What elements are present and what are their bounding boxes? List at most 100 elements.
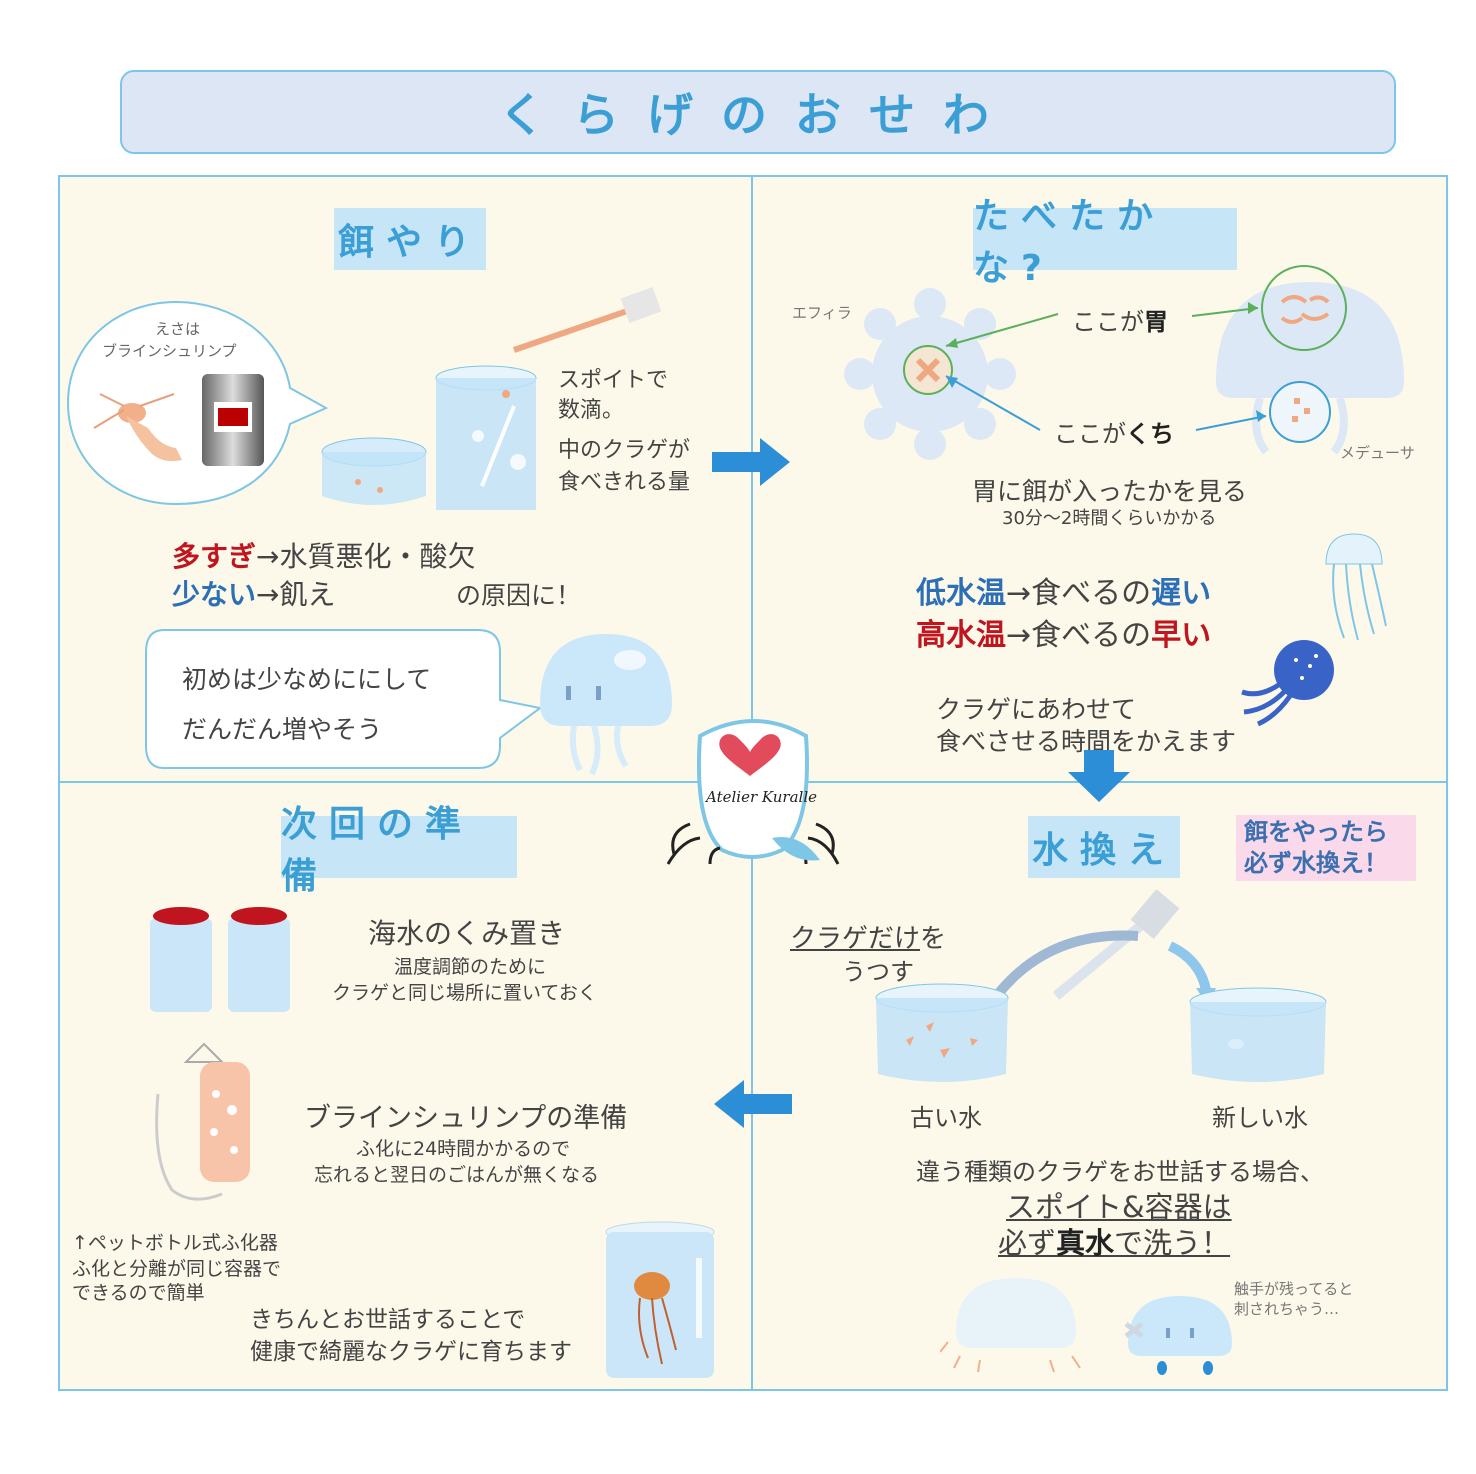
mouth-label-bold: くち	[1126, 420, 1174, 448]
stinging-illustration	[940, 1278, 1232, 1375]
seawater-sub-2: クラゲと同じ場所に置いておく	[332, 982, 597, 1004]
wash-line-1: スポイト&容器は	[1006, 1190, 1232, 1224]
ephyra-label: エフィラ	[792, 304, 852, 322]
advice-bubble	[145, 629, 543, 769]
bowl-icon	[321, 437, 427, 505]
section-label-water: 水換え	[1028, 816, 1180, 878]
closing-text-2: 健康で綺麗なクラゲに育ちます	[250, 1339, 572, 1365]
brine-shrimp-bubble	[66, 300, 329, 506]
hatcher-text-2: ふ化と分離が同じ容器で	[72, 1258, 282, 1280]
section-label-ate-text: たべたかな?	[973, 196, 1166, 289]
low-temp-mid: →食べるの	[1006, 576, 1152, 611]
old-water-bowl-icon	[875, 983, 1009, 1082]
section-label-feeding: 餌やり	[334, 208, 486, 270]
water-note-line-2: 必ず水換え！	[1244, 849, 1388, 877]
too-much-result: →水質悪化・酸欠	[256, 540, 476, 573]
title-banner: くらげのおせわ	[120, 70, 1396, 154]
amount-text-1: 中のクラゲが	[558, 438, 691, 463]
seawater-title: 海水のくみ置き	[368, 917, 566, 950]
hatcher-text-1: ↑ペットボトル式ふ化器	[72, 1232, 278, 1254]
brine-sub-2: 忘れると翌日のごはんが無くなる	[314, 1164, 600, 1186]
stomach-label-pre: ここが	[1072, 308, 1144, 336]
new-water-bowl-icon	[1189, 987, 1327, 1082]
mouth-label-pre: ここが	[1054, 420, 1126, 448]
atelier-logo	[666, 719, 840, 865]
spotted-jellyfish-icon	[1241, 640, 1334, 726]
high-temp-mid: →食べるの	[1006, 618, 1152, 653]
sting-text-1: 触手が残ってると	[1234, 1280, 1354, 1298]
bubble-text-2: ブラインシュリンプ	[102, 342, 237, 360]
diff-species-text: 違う種類のクラゲをお世話する場合、	[916, 1158, 1324, 1186]
water-note-line-1: 餌をやったら	[1244, 818, 1388, 846]
bubble-text-1: えさは	[155, 320, 201, 338]
mouth-label: ここがくち	[1054, 414, 1174, 449]
wash-post: で洗う！	[1114, 1226, 1231, 1260]
arrow-right-icon	[712, 438, 790, 486]
arrow-down-icon	[1068, 750, 1130, 802]
closing-text-1: きちんとお世話することで	[250, 1307, 526, 1333]
brine-sub-1: ふ化に24時間かかるので	[356, 1138, 571, 1160]
crying-jellyfish-icon	[1124, 1296, 1232, 1375]
move-underlined: クラゲだけ	[790, 924, 921, 954]
high-temp-result: 早い	[1151, 618, 1212, 653]
stomach-label-bold: 胃	[1144, 308, 1168, 336]
tentacle-jellyfish-icon	[940, 1278, 1081, 1373]
arrow-left-icon	[714, 1080, 792, 1128]
water-change-note: 餌をやったら 必ず水換え！	[1236, 815, 1416, 881]
low-temp-result: 遅い	[1151, 576, 1212, 611]
dropper-text-2: 数滴。	[558, 398, 625, 423]
seawater-bottles-icon	[150, 907, 290, 1012]
move-rest: を	[920, 924, 947, 954]
too-little-result: →飢え	[256, 578, 336, 611]
move-line: クラゲだけを	[790, 918, 946, 955]
adjust-text-1: クラゲにあわせて	[936, 695, 1137, 724]
check-text: 胃に餌が入ったかを見る	[972, 477, 1248, 506]
dropper-icon	[513, 286, 662, 353]
low-temp-line: 低水温→食べるの遅い	[916, 568, 1211, 612]
too-little-line: 少ない→飢え	[172, 573, 335, 613]
small-jellyfish-icon	[1325, 533, 1387, 641]
ephyra-icon	[844, 288, 1016, 460]
wash-pre: 必ず	[998, 1226, 1057, 1260]
medusa-label: メデューサ	[1340, 444, 1415, 462]
wash-bold: 真水	[1056, 1226, 1115, 1260]
new-water-label: 新しい水	[1212, 1104, 1308, 1132]
too-much-label: 多すぎ	[172, 540, 257, 573]
shrimp-icon	[93, 393, 182, 462]
sting-text-2: 刺されちゃう…	[1234, 1300, 1340, 1318]
jar-icon	[435, 365, 537, 510]
hatcher-text-3: できるので簡単	[72, 1282, 205, 1304]
wash-line-2: 必ず真水で洗う！	[998, 1220, 1230, 1262]
jellyfish-mascot-icon	[540, 634, 672, 776]
section-label-feeding-text: 餌やり	[337, 222, 482, 263]
seawater-sub-1: 温度調節のために	[394, 956, 547, 978]
section-label-water-text: 水換え	[1031, 830, 1176, 871]
high-temp-line: 高水温→食べるの早い	[916, 610, 1211, 654]
section-label-ate: たべたかな?	[973, 196, 1237, 289]
egg-can-icon	[202, 374, 264, 466]
dropper-text-1: スポイトで	[558, 368, 669, 393]
too-much-line: 多すぎ→水質悪化・酸欠	[172, 535, 475, 575]
feeding-containers-illustration	[321, 286, 662, 510]
old-water-label: 古い水	[910, 1104, 982, 1132]
section-label-next: 次回の準備	[281, 804, 517, 897]
advice-text-1: 初めは少なめににして	[182, 665, 432, 694]
too-little-label: 少ない	[172, 578, 257, 611]
move-line-2: うつす	[842, 958, 914, 986]
medusa-icon	[1216, 265, 1404, 455]
advice-text-2: だんだん増やそう	[182, 715, 383, 744]
cause-text: の原因に！	[456, 581, 582, 610]
amount-text-2: 食べきれる量	[558, 470, 691, 495]
section-label-next-text: 次回の準備	[281, 804, 474, 897]
brine-title: ブラインシュリンプの準備	[304, 1103, 628, 1134]
page-title: くらげのおせわ	[499, 88, 1017, 142]
low-temp-label: 低水温	[916, 576, 1006, 611]
time-text: 30分〜2時間くらいかかる	[1002, 508, 1217, 529]
high-temp-label: 高水温	[916, 618, 1006, 653]
hatcher-bottle-icon	[155, 1042, 250, 1201]
pointer-lines	[945, 302, 1267, 431]
water-change-illustration	[875, 890, 1327, 1082]
logo-text: Atelier Kuralle	[706, 788, 818, 806]
jellyfish-jar-icon	[605, 1221, 715, 1378]
stomach-label: ここが胃	[1072, 302, 1168, 337]
